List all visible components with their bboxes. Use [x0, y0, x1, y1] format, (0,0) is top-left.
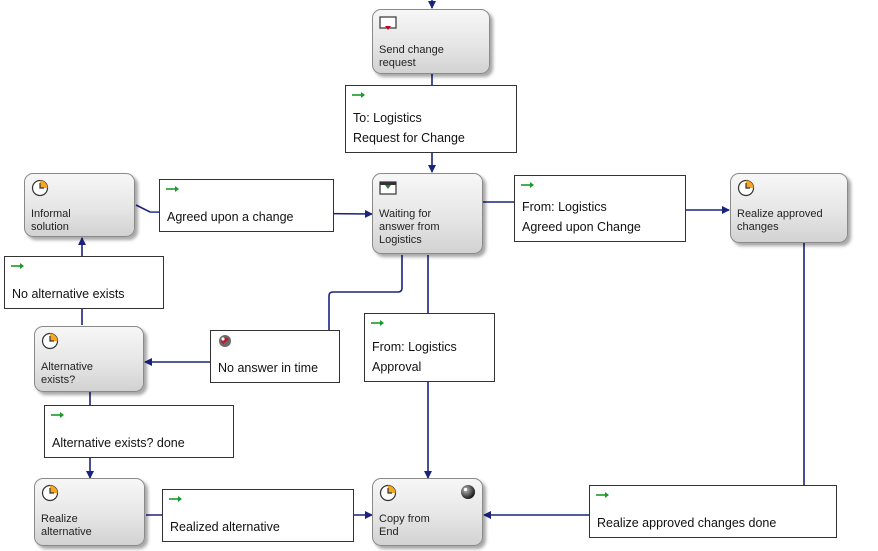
node-realize-approved-changes[interactable]: Realize approved changes [730, 173, 848, 243]
label-no-answer-in-time: No answer in time [210, 330, 340, 383]
clock-icon [737, 179, 755, 197]
timer-globe-icon [218, 334, 232, 348]
node-alternative-exists[interactable]: Alternative exists? [34, 326, 144, 392]
node-copy-from-end[interactable]: Copy from End [372, 478, 483, 546]
edge-realize-approved-to-copy [483, 243, 805, 519]
message-receive-icon [379, 179, 397, 197]
node-label: Realize approved changes [737, 208, 823, 233]
label-agreed-upon-change: Agreed upon a change [159, 179, 334, 232]
node-label: Copy from End [379, 513, 430, 538]
trigger-arrow-icon [352, 90, 366, 100]
label-realized-alternative: Realized alternative [162, 489, 354, 542]
node-send-change-request[interactable]: Send change request [372, 9, 490, 74]
trigger-arrow-icon [371, 318, 385, 328]
node-waiting-for-answer[interactable]: Waiting for answer from Logistics [372, 173, 483, 254]
label-realize-approved-changes-done: Realize approved changes done [589, 485, 837, 538]
trigger-arrow-icon [169, 494, 183, 504]
label-no-alternative-exists: No alternative exists [4, 256, 164, 309]
node-informal-solution[interactable]: Informal solution [24, 173, 135, 237]
clock-icon [41, 332, 59, 350]
node-label: Send change request [379, 44, 444, 69]
trigger-arrow-icon [51, 410, 65, 420]
message-send-icon [379, 15, 397, 33]
label-alternative-exists-done: Alternative exists? done [44, 405, 234, 458]
trigger-arrow-icon [521, 180, 535, 190]
label-from-logistics-approval: From: Logistics Approval [364, 313, 495, 382]
label-to-logistics: To: Logistics Request for Change [345, 85, 517, 153]
clock-icon [41, 484, 59, 502]
node-label: Alternative exists? [41, 361, 93, 386]
node-label: Realize alternative [41, 513, 92, 538]
edge-waiting-to-alternative [144, 255, 403, 366]
trigger-arrow-icon [166, 184, 180, 194]
node-label: Informal solution [31, 208, 71, 233]
clock-icon [379, 484, 397, 502]
node-realize-alternative[interactable]: Realize alternative [34, 478, 145, 546]
end-globe-icon [460, 484, 476, 500]
node-label: Waiting for answer from Logistics [379, 208, 440, 246]
trigger-arrow-icon [596, 490, 610, 500]
trigger-arrow-icon [11, 261, 25, 271]
label-from-logistics-agreed: From: Logistics Agreed upon Change [514, 175, 686, 242]
clock-icon [31, 179, 49, 197]
